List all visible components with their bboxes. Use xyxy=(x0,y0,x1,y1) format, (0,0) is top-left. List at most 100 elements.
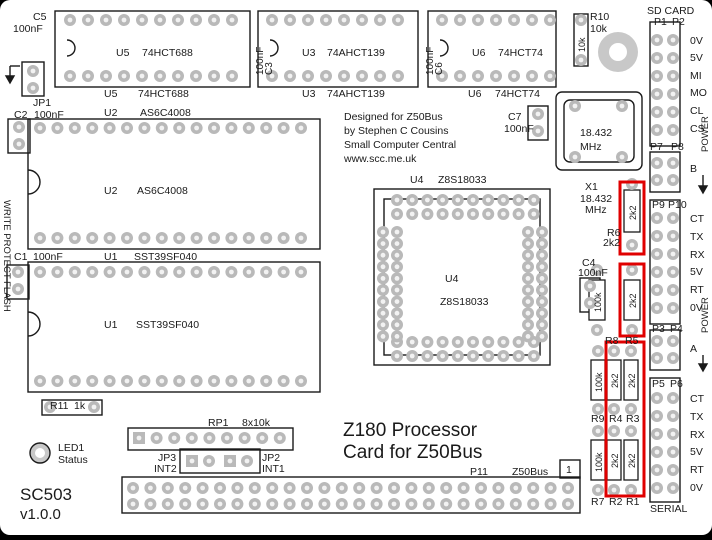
p9-pad-hole xyxy=(654,215,660,221)
u2-pad-hole xyxy=(298,235,304,241)
u4-pad-hole xyxy=(425,339,430,345)
p11-pad-hole xyxy=(461,501,466,507)
u3-outline xyxy=(257,10,419,88)
board-title-line2: Card for Z50Bus xyxy=(343,442,482,463)
u6-pad-hole xyxy=(529,73,535,79)
u4-pad-hole xyxy=(539,334,545,339)
label-u1-mid: U1 xyxy=(104,319,118,331)
u2-pad-hole xyxy=(89,235,95,241)
u2-notch xyxy=(27,169,41,195)
u5-pad-hole xyxy=(193,17,199,23)
u4-pad-hole xyxy=(531,339,537,345)
u1-pad-hole xyxy=(72,378,78,384)
p11-pad-hole xyxy=(496,485,501,491)
c7-outline xyxy=(527,105,549,141)
u4-pad-hole xyxy=(470,197,476,203)
u4-pad-hole xyxy=(525,229,531,235)
u4-pad-hole xyxy=(539,229,545,235)
u4-pad-hole xyxy=(380,287,386,293)
u3-pad-hole xyxy=(269,73,275,79)
p10-pad-hole xyxy=(670,251,676,257)
resistor-pad-hole xyxy=(628,348,634,354)
u4-pad-hole xyxy=(455,197,461,203)
u4-pad-hole xyxy=(539,287,545,293)
u2-pad-hole xyxy=(159,125,165,131)
sd-p1-pad-hole xyxy=(654,109,660,115)
u2-pad-hole xyxy=(72,235,78,241)
u4-pad-hole xyxy=(425,197,430,203)
label-r9: R9 xyxy=(591,413,605,425)
p11-pad-hole xyxy=(130,501,136,507)
label-c5: C5 xyxy=(33,11,47,23)
label-u1-top-part: SST39SF040 xyxy=(134,251,197,263)
u1-pad-hole xyxy=(124,378,130,384)
u2-pad-hole xyxy=(211,235,217,241)
c1-outline xyxy=(6,264,30,300)
u6-pad-hole xyxy=(475,73,481,79)
p11-pad-hole xyxy=(565,485,571,491)
u2-pad-hole xyxy=(107,235,112,241)
u2-pad-hole xyxy=(55,125,60,131)
label-xtal-unit: MHz xyxy=(580,141,602,153)
jp1-pad-hole xyxy=(30,68,36,74)
u4-pad-hole xyxy=(380,299,386,304)
c2-pad-hole xyxy=(16,141,22,147)
pin1-box xyxy=(559,459,581,479)
u1-pad-hole xyxy=(246,378,252,384)
xtal-pad-hole xyxy=(619,103,625,109)
u5-pad-hole xyxy=(175,73,181,79)
label-a: A xyxy=(690,343,697,355)
u4-pad-hole xyxy=(516,339,521,345)
p11-pad-hole xyxy=(426,501,432,507)
p6-pad-hole xyxy=(670,431,676,437)
u4-pad-hole xyxy=(485,353,491,359)
label-c1: C1 xyxy=(14,251,28,263)
label-r7-body: 100k xyxy=(594,452,604,472)
p8-pad-hole xyxy=(670,160,676,166)
p5-pad-hole xyxy=(654,467,660,473)
label-x1: X1 xyxy=(585,181,598,193)
u3-pad-hole xyxy=(305,17,311,23)
p9-pad-hole xyxy=(654,233,660,239)
label-b: B xyxy=(690,163,697,175)
u1-pad-hole xyxy=(107,269,112,275)
u4-pad-hole xyxy=(440,339,445,345)
u4-pad-hole xyxy=(525,276,531,281)
u6-pad-hole xyxy=(475,17,481,23)
u4-pad-hole xyxy=(516,353,521,359)
u2-pad-hole xyxy=(37,125,43,131)
u5-pad-hole xyxy=(193,73,199,79)
label-r8-body: 100k xyxy=(593,292,603,312)
label-r4-body: 2k2 xyxy=(610,373,620,388)
label-u6: U6 xyxy=(472,47,486,59)
label-c6-val: 100nF xyxy=(425,47,436,75)
u4-pad-hole xyxy=(539,322,545,328)
u5-pad-hole xyxy=(211,73,217,79)
u2-pad-hole xyxy=(89,125,95,131)
p11-pad-hole xyxy=(217,501,223,507)
u4-pad-hole xyxy=(525,310,531,316)
xtal-pad-hole xyxy=(572,154,578,160)
p9-pad-hole xyxy=(654,269,660,275)
label-p9: P9 xyxy=(652,199,665,211)
label-write-protect: WRITE PROTECT FLASH xyxy=(1,200,12,312)
u4-pad-hole xyxy=(380,322,386,328)
p11-pad-hole xyxy=(391,501,397,507)
label-z50bus: Z50Bus xyxy=(512,466,548,478)
label-c7: C7 xyxy=(508,111,522,123)
p11-pad-hole xyxy=(530,501,536,507)
label-u4-top: U4 xyxy=(410,174,424,186)
u4-pad-hole xyxy=(409,197,415,203)
label-c1-val: 100nF xyxy=(33,251,63,263)
p11-pad-hole xyxy=(548,485,553,491)
p11-pad-hole xyxy=(356,501,362,507)
r11-pad-hole xyxy=(47,404,53,410)
resistor-pad-hole xyxy=(595,428,601,434)
label-r9-body: 100k xyxy=(594,372,604,392)
p6-pad-hole xyxy=(670,485,676,491)
p11-pad-hole xyxy=(235,501,240,507)
rp1-pad-hole xyxy=(136,435,142,441)
board-name: SC503 xyxy=(20,485,72,504)
p7p8-outline xyxy=(649,151,681,193)
